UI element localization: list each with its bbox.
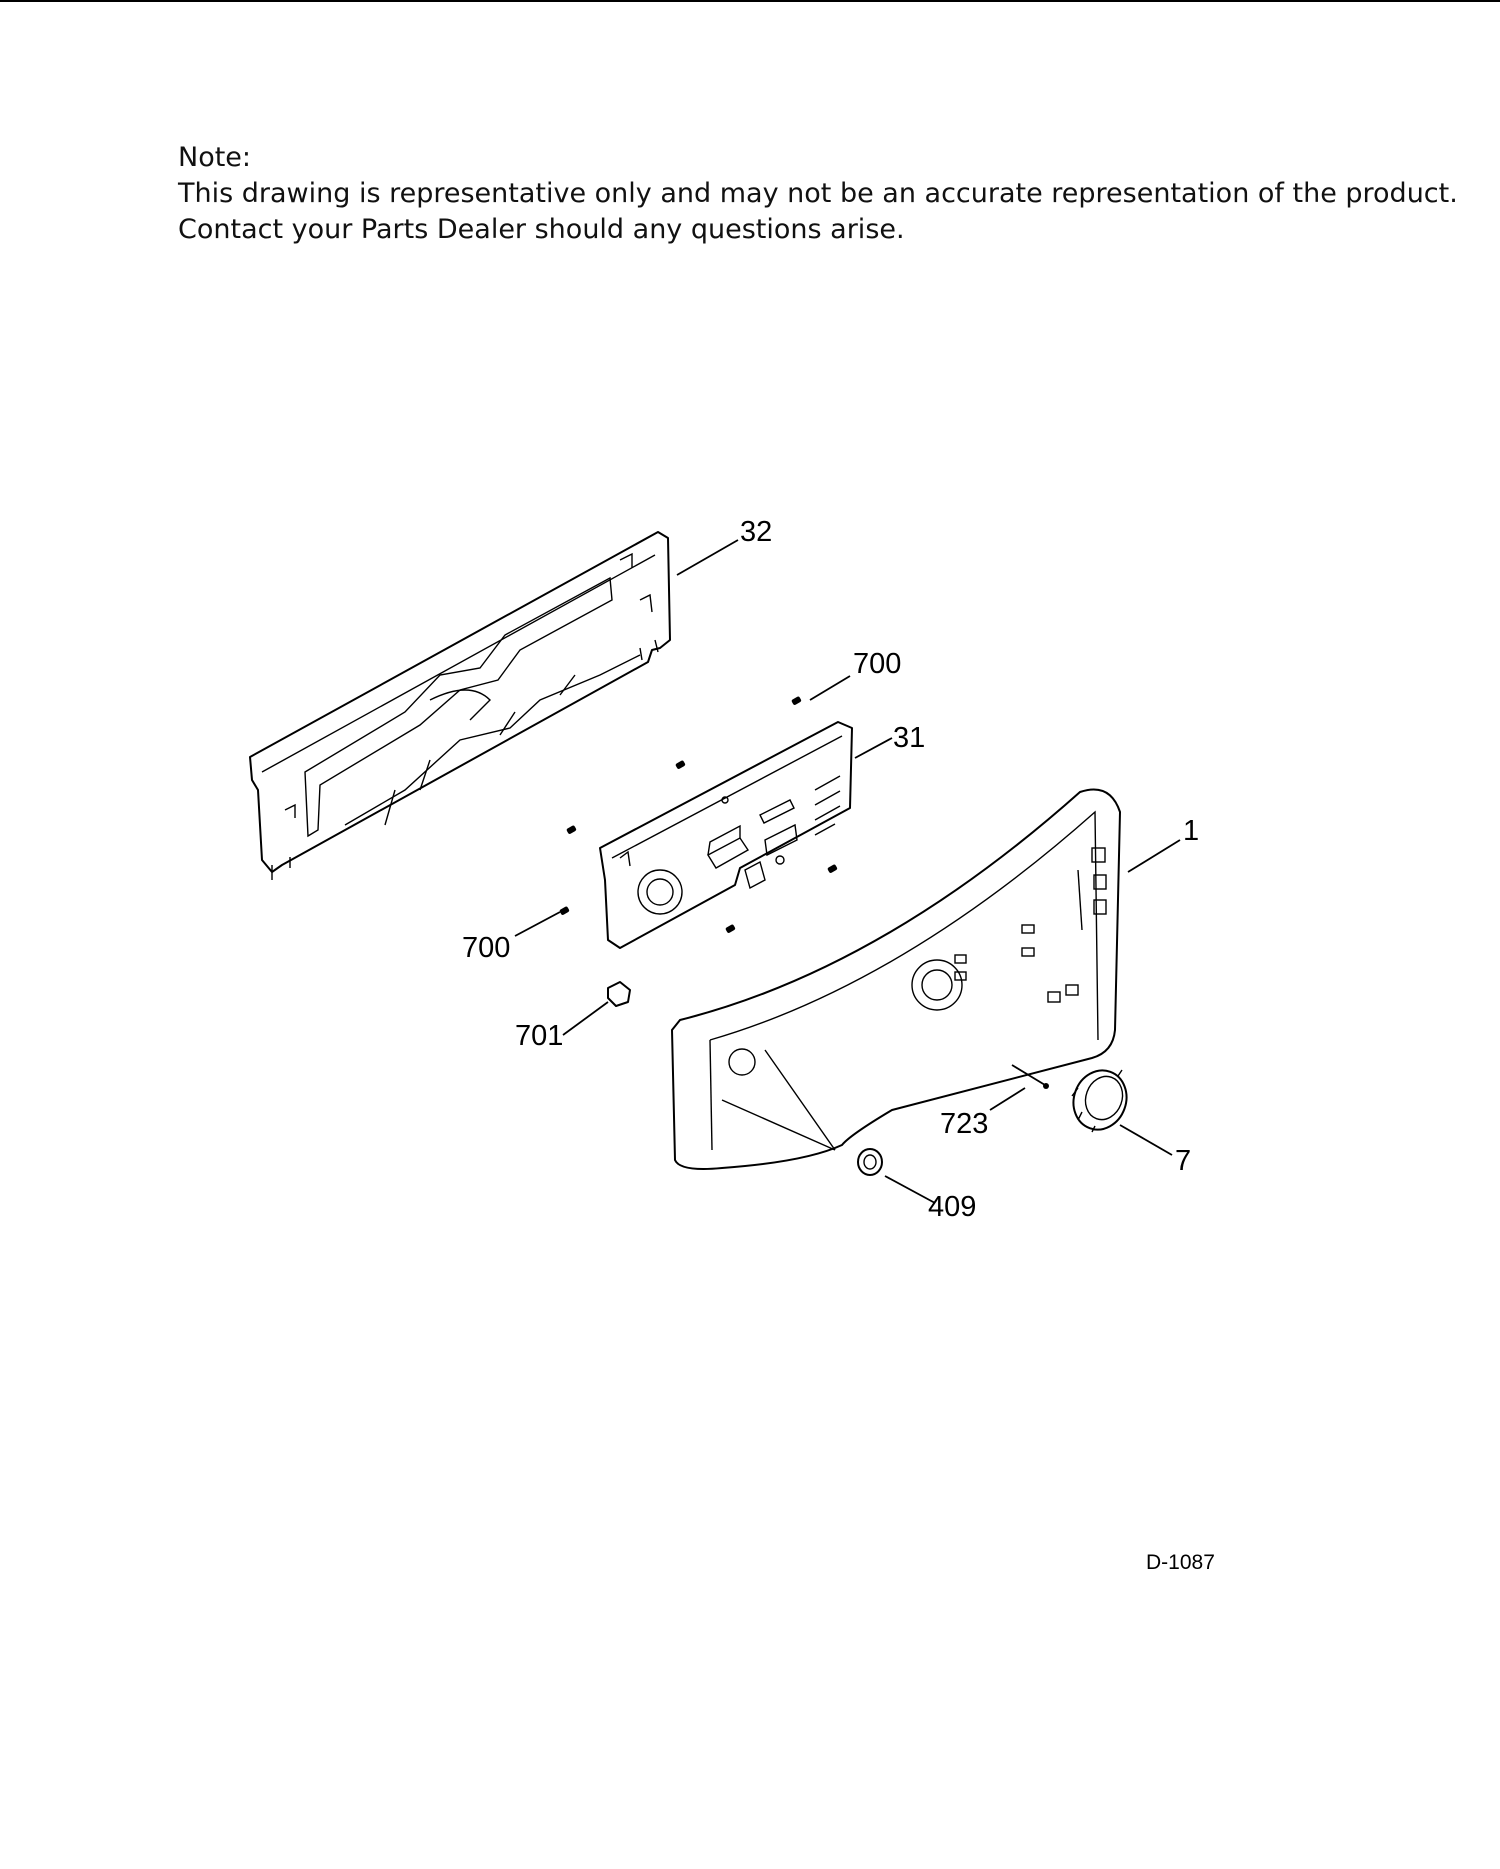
- part-701-clip: [607, 981, 631, 1007]
- callout-701: 701: [515, 1020, 563, 1052]
- callout-32: 32: [740, 516, 772, 548]
- part-723-pin: [1011, 1064, 1049, 1089]
- part-31-control-board: [599, 721, 853, 949]
- note-heading: Note:: [178, 142, 252, 173]
- leader-lines: [514, 539, 1181, 1204]
- callout-7: 7: [1175, 1145, 1191, 1177]
- callout-1: 1: [1183, 815, 1199, 847]
- part-32-bracket: [249, 531, 671, 880]
- note-line-2: Contact your Parts Dealer should any que…: [178, 214, 905, 245]
- note-block: Note: This drawing is representative onl…: [178, 140, 1458, 248]
- note-line-1: This drawing is representative only and …: [178, 178, 1458, 209]
- callout-700-top: 700: [853, 648, 901, 680]
- part-7-knob: [1071, 1069, 1128, 1133]
- top-border: [0, 0, 1500, 2]
- callout-31: 31: [893, 722, 925, 754]
- callout-723: 723: [940, 1108, 988, 1140]
- screws-700: [559, 696, 838, 933]
- callout-700-left: 700: [462, 932, 510, 964]
- part-1-control-panel: [671, 788, 1121, 1170]
- part-409-button: [857, 1148, 883, 1176]
- callout-409: 409: [928, 1191, 976, 1223]
- drawing-id: D-1087: [1146, 1551, 1215, 1574]
